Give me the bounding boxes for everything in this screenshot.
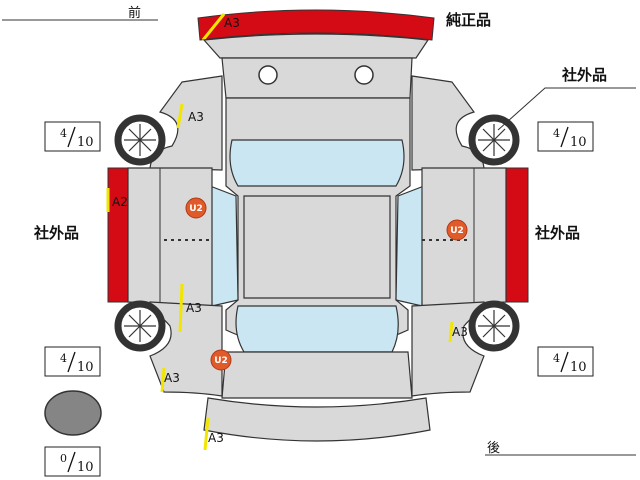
svg-text:U2: U2 <box>189 204 203 214</box>
trunk <box>221 351 413 399</box>
rear-window <box>235 305 399 353</box>
tire-box-front-left: 4 10 <box>44 121 101 152</box>
wheel-rear-right <box>468 300 520 352</box>
wheel-rear-left <box>114 300 166 352</box>
left-rocker-damage-marker <box>178 283 184 333</box>
spare-tire-icon <box>44 390 102 436</box>
tire-box-front-right: 4 10 <box>537 121 594 152</box>
front-bumper-lower <box>202 33 430 59</box>
right-side-glass <box>395 185 425 307</box>
right-quarter-damage-marker <box>448 321 454 343</box>
rear-bumper-damage-code: A3 <box>208 431 224 445</box>
svg-text:4: 4 <box>553 127 560 140</box>
rear-label: 後 <box>487 441 500 456</box>
svg-text:4: 4 <box>60 127 67 140</box>
svg-text:10: 10 <box>77 460 94 475</box>
badge-left-rear: U2 <box>210 349 232 371</box>
front-bumper-damage-marker <box>201 13 226 41</box>
left-door-damage-code: A2 <box>112 195 128 209</box>
rear-bumper-panel <box>203 397 431 442</box>
svg-text:4: 4 <box>553 352 560 365</box>
svg-text:U2: U2 <box>214 356 228 366</box>
badge-left-front-door: U2 <box>185 197 207 219</box>
svg-text:10: 10 <box>570 360 587 375</box>
hood-front <box>221 57 413 99</box>
tire-box-spare: 0 10 <box>44 446 101 477</box>
right-door-red <box>505 167 529 303</box>
svg-text:10: 10 <box>77 135 94 150</box>
left-fender-damage-code: A3 <box>188 110 204 124</box>
right-front-fender <box>411 75 485 171</box>
tire-box-rear-right: 4 10 <box>537 346 594 377</box>
left-quarter-damage-marker <box>160 367 166 393</box>
front-bumper-panel <box>197 9 435 41</box>
svg-text:0: 0 <box>60 452 67 465</box>
right-upper-leader <box>497 87 636 131</box>
svg-text:U2: U2 <box>450 226 464 236</box>
badge-right-front-door: U2 <box>446 219 468 241</box>
right-quarter-damage-code: A3 <box>452 325 468 339</box>
left-side-glass <box>209 185 239 307</box>
svg-text:4: 4 <box>60 352 67 365</box>
svg-text:10: 10 <box>77 360 94 375</box>
right-upper-part-label: 社外品 <box>561 66 607 84</box>
left-doors <box>127 167 213 307</box>
left-front-fender <box>149 75 223 171</box>
left-front-door-red <box>107 167 129 303</box>
front-label: 前 <box>128 5 141 21</box>
svg-text:10: 10 <box>570 135 587 150</box>
tire-box-rear-left: 4 10 <box>44 346 101 377</box>
front-bumper-part-label: 純正品 <box>446 11 491 29</box>
rear-bumper-damage-marker <box>203 417 210 451</box>
left-fender-damage-marker <box>176 103 184 129</box>
windshield <box>229 139 405 187</box>
headlight-left <box>258 65 278 85</box>
wheel-front-right <box>468 114 520 166</box>
wheel-front-left <box>114 114 166 166</box>
headlight-right <box>354 65 374 85</box>
roof <box>243 195 391 299</box>
left-quarter-damage-code: A3 <box>164 371 180 385</box>
left-rocker-damage-code: A3 <box>186 301 202 315</box>
left-door-part-label: 社外品 <box>33 224 79 242</box>
right-door-part-label: 社外品 <box>534 224 580 242</box>
front-bumper-damage-code: A3 <box>224 16 240 30</box>
